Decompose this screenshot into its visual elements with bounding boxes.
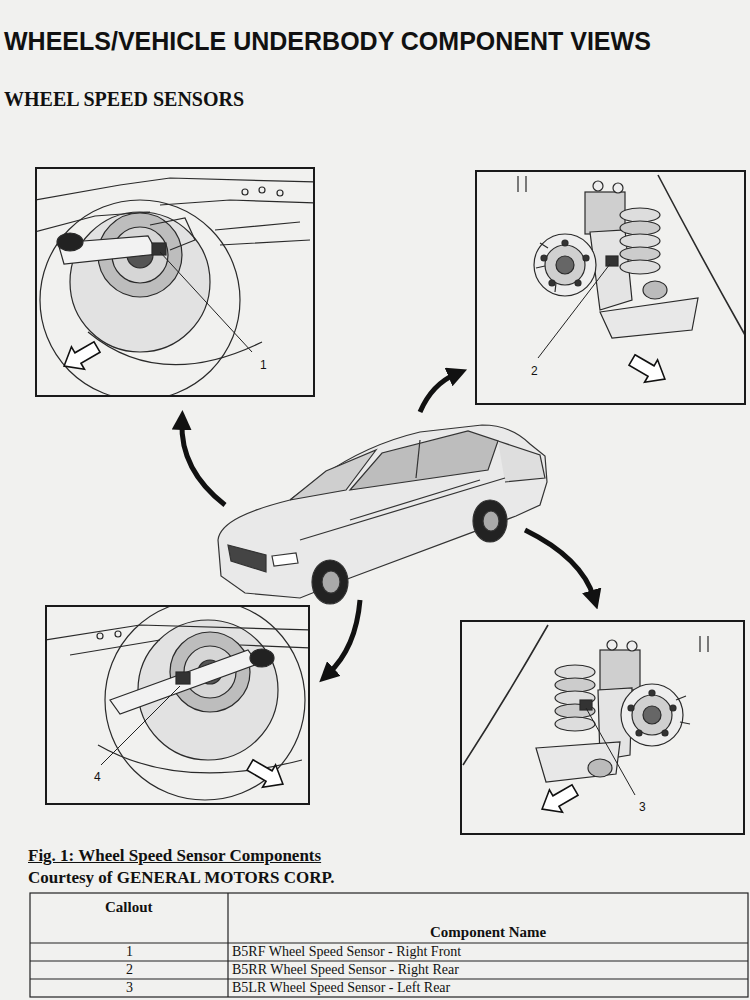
table-cell: 3: [126, 980, 133, 996]
leader-lines: [101, 252, 635, 795]
left-front-view: [46, 606, 309, 800]
table-cell: 2: [126, 962, 133, 978]
view-arrows: [182, 374, 594, 674]
callout-number: 1: [259, 358, 268, 372]
figure-caption: Fig. 1: Wheel Speed Sensor Components: [28, 846, 321, 866]
table-header: Component Name: [430, 924, 546, 941]
table-cell: B5RR Wheel Speed Sensor - Right Rear: [232, 962, 459, 978]
callout-number: 4: [93, 770, 102, 784]
right-front-view: [36, 178, 314, 396]
right-rear-view: [518, 175, 745, 390]
page-title: WHEELS/VEHICLE UNDERBODY COMPONENT VIEWS: [4, 26, 651, 56]
left-rear-view: [463, 625, 708, 820]
sedan-drawing: [218, 425, 547, 604]
view-panel: 3: [460, 620, 745, 835]
table-cell: B5RF Wheel Speed Sensor - Right Front: [232, 944, 461, 960]
component-table: [30, 893, 748, 997]
credit-line: Courtesy of GENERAL MOTORS CORP.: [28, 868, 335, 887]
view-panel: 4: [45, 605, 310, 805]
table-cell: B5LR Wheel Speed Sensor - Left Rear: [232, 980, 450, 996]
table-header: Callout: [105, 899, 153, 916]
table-cell: 1: [126, 944, 133, 960]
view-panel: 2: [475, 170, 746, 405]
callout-number: 3: [638, 800, 647, 814]
section-heading: WHEEL SPEED SENSORS: [4, 88, 244, 110]
callout-number: 2: [530, 364, 539, 378]
view-panel: 1: [35, 167, 315, 397]
